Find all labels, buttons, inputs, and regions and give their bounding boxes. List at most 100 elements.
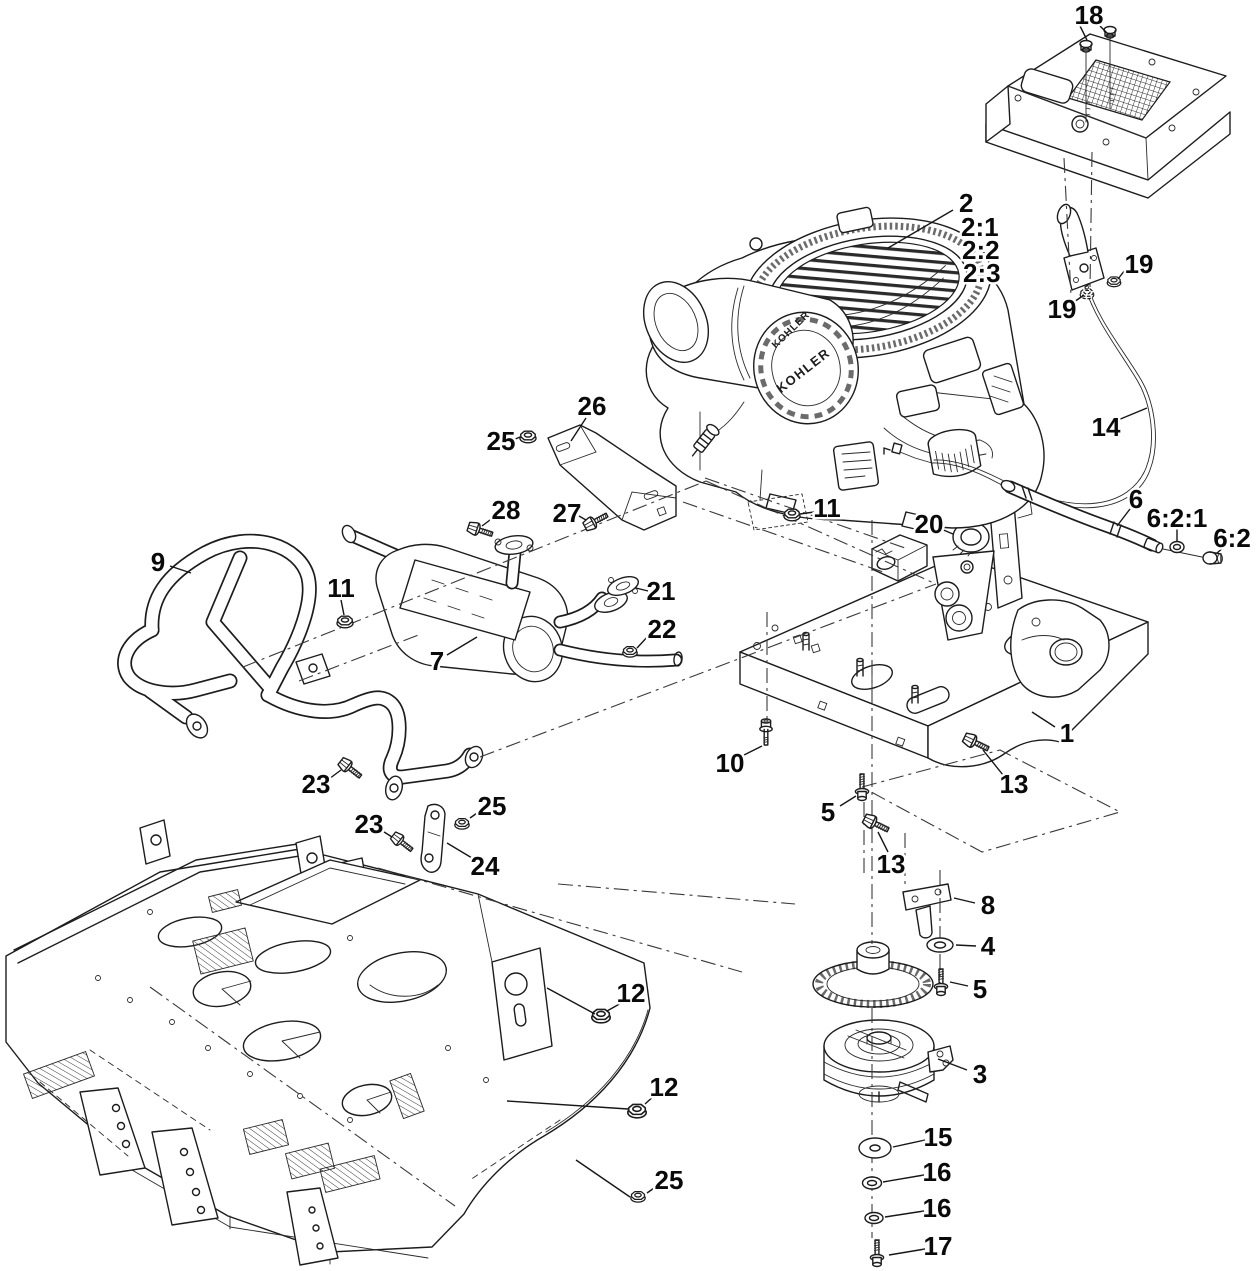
leader-19	[1073, 294, 1085, 303]
spark-plug	[691, 423, 720, 457]
nut-fastener	[519, 430, 537, 444]
leader-7	[446, 636, 478, 656]
ignition-switch-hole	[1071, 115, 1089, 133]
washer-fastener	[864, 1211, 884, 1225]
leader-13	[877, 831, 889, 853]
nut-fastener	[1079, 288, 1095, 300]
control-panel	[985, 25, 1231, 199]
exhaust-gasket	[607, 576, 639, 596]
callout-6: 6	[1129, 484, 1143, 514]
callout-17: 17	[924, 1231, 953, 1261]
callout-5: 5	[973, 974, 987, 1004]
callout-16: 16	[923, 1157, 952, 1187]
leader-9	[169, 565, 192, 574]
callout-7: 7	[430, 646, 444, 676]
washer-fastener	[858, 1137, 892, 1159]
callout-8: 8	[981, 890, 995, 920]
leader-14	[1117, 407, 1148, 421]
nut-fastener	[622, 646, 638, 658]
callout-12: 12	[617, 978, 646, 1008]
leader-28	[481, 516, 495, 527]
engine-accessories	[691, 336, 1025, 533]
callout-12: 12	[650, 1072, 679, 1102]
callout-27: 27	[553, 498, 582, 528]
callout-13: 13	[877, 849, 906, 879]
leader-18	[1097, 23, 1109, 35]
ghost-box	[747, 493, 809, 531]
warning-sticker	[832, 441, 880, 491]
leader-23	[328, 769, 342, 780]
callout-2:2: 2:2	[962, 235, 1000, 265]
leader-17	[888, 1248, 926, 1256]
leader-12	[546, 987, 596, 1015]
right-mount-bracket	[1010, 599, 1110, 698]
nut-fastener	[626, 1103, 648, 1119]
clutch-anchor-bracket	[902, 883, 952, 939]
callout-28: 28	[492, 495, 521, 525]
callout-5: 5	[821, 797, 835, 827]
nut-fastener	[590, 1008, 612, 1024]
leader-19	[1117, 269, 1126, 280]
leader-5	[839, 795, 857, 807]
leader-10	[741, 745, 763, 757]
leader-22	[636, 633, 651, 649]
callout-4: 4	[981, 931, 996, 961]
muffler-assembly	[341, 424, 683, 683]
callout-25: 25	[655, 1165, 684, 1195]
washer-fastener	[1169, 540, 1185, 554]
clutch-stack	[812, 883, 954, 1103]
leader-2	[887, 209, 954, 249]
leader-26	[570, 417, 587, 442]
leader-21	[635, 587, 649, 592]
callout-23: 23	[302, 769, 331, 799]
callout-21: 21	[647, 576, 676, 606]
fan-pulley	[812, 941, 934, 1008]
washer-fastener	[926, 937, 954, 953]
nut-fastener	[630, 1191, 646, 1203]
cable-end-cap	[1202, 551, 1223, 565]
callout-13: 13	[1000, 769, 1029, 799]
leader-6:2	[1216, 546, 1225, 554]
callout-14: 14	[1092, 412, 1121, 442]
callout-9: 9	[151, 547, 165, 577]
leader-12	[506, 1100, 629, 1110]
callout-23: 23	[355, 809, 384, 839]
callout-6:2: 6:2	[1213, 523, 1251, 553]
leader-3	[937, 1058, 968, 1071]
throttle-control	[1056, 203, 1105, 291]
boltU-fastener	[759, 718, 773, 746]
boltD-fastener	[933, 968, 949, 997]
leader-13	[982, 749, 1004, 776]
callout-25: 25	[487, 426, 516, 456]
leader-5	[949, 981, 969, 987]
leader-27	[578, 515, 587, 521]
nut-fastener	[1106, 276, 1122, 288]
boltA-fastener	[389, 831, 414, 853]
support-handle	[117, 533, 484, 801]
leader-18	[1079, 25, 1088, 41]
leader-4	[955, 944, 977, 947]
mower-deck	[5, 819, 651, 1266]
callout-2:1: 2:1	[961, 212, 999, 242]
electric-clutch	[823, 1019, 954, 1103]
leader-12	[606, 1001, 624, 1012]
callout-18: 18	[1075, 0, 1104, 30]
leader-24	[446, 842, 473, 859]
leader-25	[512, 436, 521, 441]
leader-16	[884, 1210, 925, 1218]
boltD-fastener	[854, 773, 870, 802]
callout-24: 24	[471, 851, 500, 881]
deck-holes	[95, 909, 489, 1123]
callout-10: 10	[716, 748, 745, 778]
warning-label	[23, 889, 425, 1193]
callout-19: 19	[1048, 294, 1077, 324]
leader-11	[799, 511, 815, 515]
air-cleaner: KOHLER	[643, 277, 859, 425]
callout-26: 26	[578, 391, 607, 421]
callout-22: 22	[648, 614, 677, 644]
leader-1	[1031, 711, 1056, 728]
leader-16	[882, 1174, 925, 1183]
